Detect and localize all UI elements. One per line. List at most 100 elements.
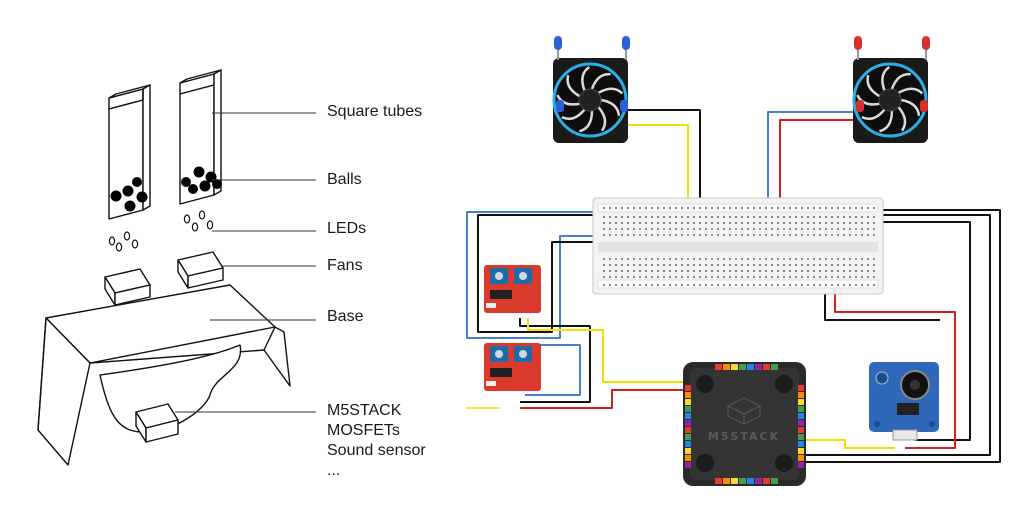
pin-marker	[771, 478, 778, 484]
breadboard-hole	[801, 284, 803, 286]
breadboard-hole	[717, 270, 719, 272]
breadboard-hole	[801, 264, 803, 266]
breadboard-hole	[609, 276, 611, 278]
breadboard-hole	[645, 270, 647, 272]
breadboard-hole	[747, 207, 749, 209]
breadboard-hole	[747, 270, 749, 272]
led-red-1	[854, 36, 862, 60]
breadboard-hole	[711, 270, 713, 272]
breadboard-hole	[729, 216, 731, 218]
breadboard-hole	[699, 258, 701, 260]
breadboard-hole	[843, 276, 845, 278]
breadboard-hole	[867, 216, 869, 218]
breadboard-hole	[747, 228, 749, 230]
breadboard-hole	[681, 216, 683, 218]
breadboard-hole	[609, 284, 611, 286]
breadboard-hole	[867, 234, 869, 236]
breadboard-hole	[867, 258, 869, 260]
breadboard-hole	[603, 207, 605, 209]
breadboard-hole	[837, 234, 839, 236]
breadboard-hole	[831, 222, 833, 224]
breadboard-hole	[645, 222, 647, 224]
breadboard-hole	[603, 228, 605, 230]
breadboard-hole	[843, 264, 845, 266]
wire-mosfet2-blue	[520, 344, 581, 396]
breadboard-hole	[735, 264, 737, 266]
mosfet-board-2	[484, 343, 541, 391]
m5stack-brand: M5STACK	[708, 430, 780, 443]
breadboard-hole	[801, 216, 803, 218]
fan-blade	[590, 72, 611, 90]
wire-yellow-blue-fan	[625, 124, 689, 210]
breadboard-hole	[699, 207, 701, 209]
breadboard-hole	[825, 264, 827, 266]
breadboard-hole	[735, 284, 737, 286]
breadboard-hole	[825, 222, 827, 224]
breadboard-hole	[783, 216, 785, 218]
breadboard-hole	[813, 228, 815, 230]
breadboard-hole	[729, 207, 731, 209]
pin-marker	[798, 392, 804, 398]
breadboard-hole	[621, 264, 623, 266]
breadboard-hole	[669, 234, 671, 236]
breadboard-hole	[849, 284, 851, 286]
breadboard-hole	[645, 276, 647, 278]
breadboard-hole	[645, 207, 647, 209]
breadboard-hole	[675, 258, 677, 260]
breadboard-hole	[687, 222, 689, 224]
breadboard-hole	[633, 284, 635, 286]
breadboard-hole	[729, 258, 731, 260]
breadboard-hole	[651, 258, 653, 260]
breadboard-hole	[669, 207, 671, 209]
breadboard-hole	[807, 284, 809, 286]
breadboard-hole	[825, 234, 827, 236]
breadboard-hole	[711, 228, 713, 230]
pin-header-bottom	[715, 478, 778, 484]
breadboard-hole	[837, 222, 839, 224]
breadboard-hole	[627, 216, 629, 218]
breadboard-hole	[843, 234, 845, 236]
breadboard-hole	[615, 284, 617, 286]
breadboard-hole	[639, 270, 641, 272]
breadboard-hole	[765, 216, 767, 218]
breadboard-hole	[711, 216, 713, 218]
wire-black-right-2	[800, 214, 991, 456]
breadboard-hole	[639, 207, 641, 209]
breadboard-hole	[873, 258, 875, 260]
breadboard-hole	[771, 258, 773, 260]
breadboard-hole	[663, 216, 665, 218]
breadboard-hole	[831, 258, 833, 260]
sketch	[37, 69, 316, 466]
wire-mosfet1-black	[519, 318, 591, 403]
breadboard-hole	[657, 222, 659, 224]
label-balls: Balls	[327, 171, 362, 188]
breadboard-hole	[687, 284, 689, 286]
breadboard-hole	[645, 216, 647, 218]
breadboard-hole	[633, 258, 635, 260]
breadboard-hole	[801, 276, 803, 278]
breadboard-hole	[867, 276, 869, 278]
fan-blade	[581, 65, 590, 91]
breadboard-hole	[729, 234, 731, 236]
pin-marker	[723, 478, 730, 484]
breadboard-hole	[819, 264, 821, 266]
breadboard-hole	[789, 228, 791, 230]
breadboard-hole	[765, 284, 767, 286]
breadboard-hole	[603, 270, 605, 272]
breadboard-hole	[735, 270, 737, 272]
mosfet-board-1	[484, 265, 541, 313]
breadboard-hole	[705, 228, 707, 230]
fan-blade	[566, 74, 581, 98]
breadboard-hole	[807, 207, 809, 209]
breadboard-hole	[663, 258, 665, 260]
breadboard-hole	[675, 228, 677, 230]
breadboard-hole	[873, 284, 875, 286]
breadboard-hole	[741, 270, 743, 272]
breadboard-hole	[669, 216, 671, 218]
breadboard-hole	[771, 270, 773, 272]
breadboard-hole	[849, 207, 851, 209]
label-base: Base	[327, 308, 364, 325]
breadboard-hole	[759, 284, 761, 286]
breadboard-hole	[651, 284, 653, 286]
leader-lines	[175, 112, 316, 413]
